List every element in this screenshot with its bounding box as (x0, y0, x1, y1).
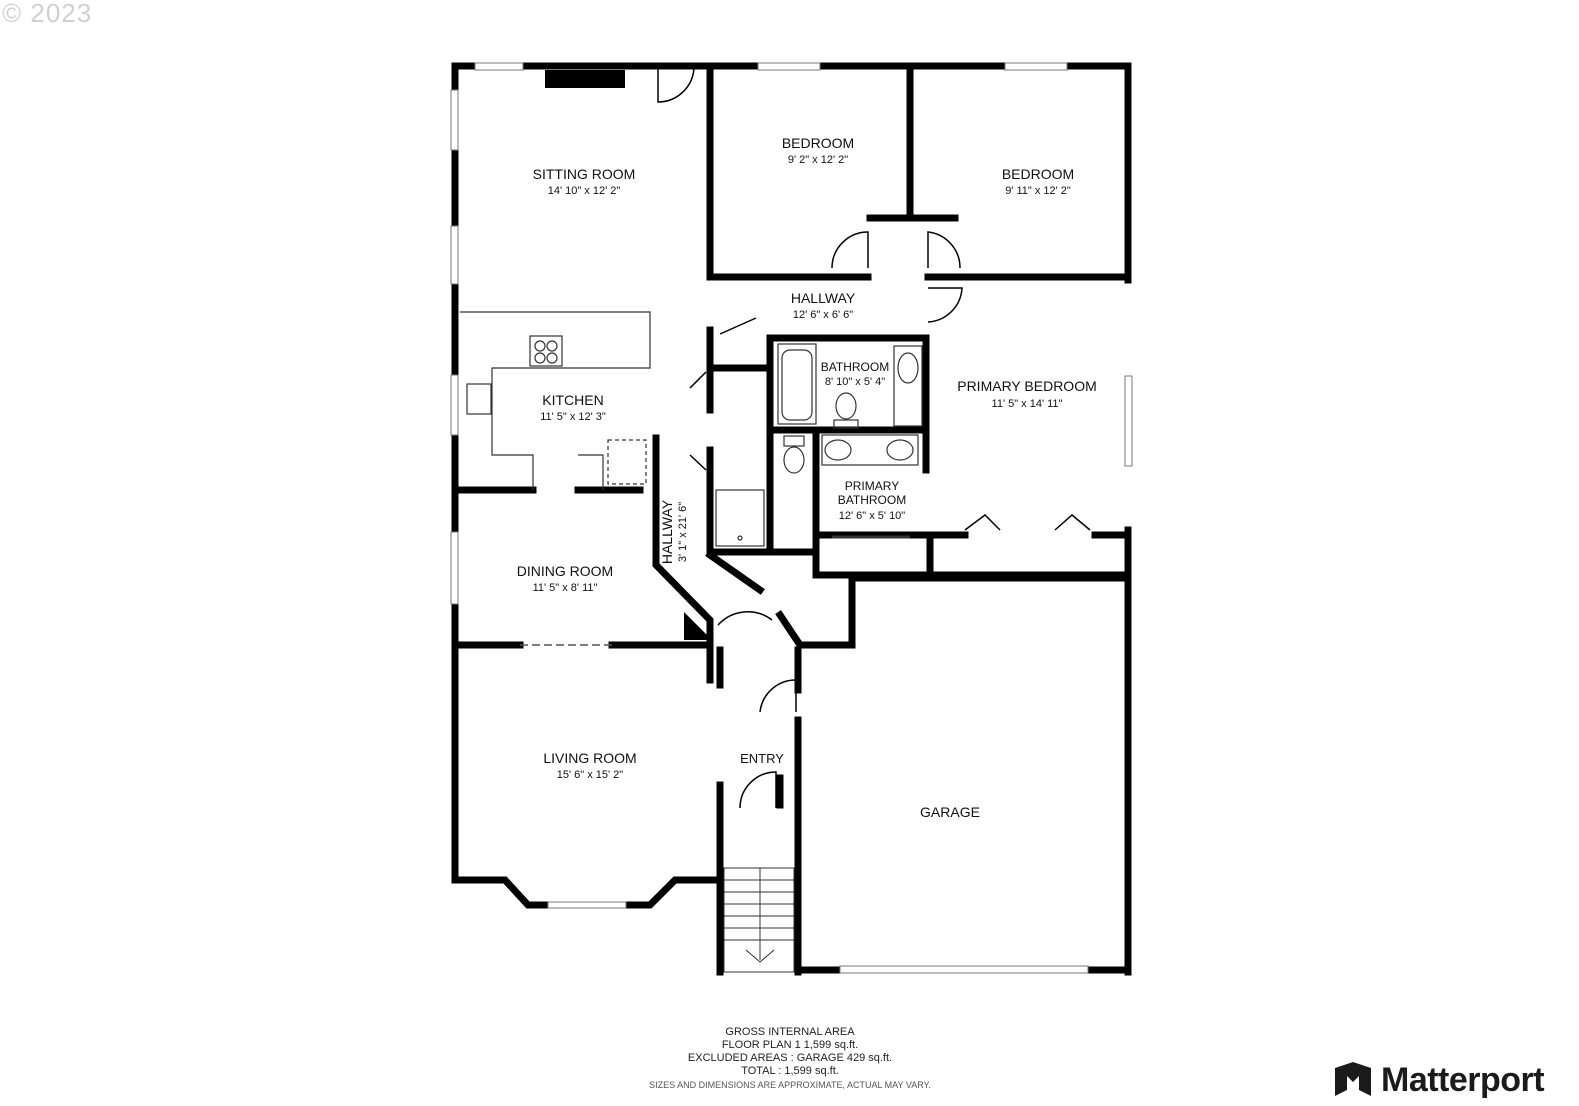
door-swings (657, 65, 1091, 809)
room-name-primary-bathroom-1: PRIMARY (845, 479, 899, 493)
area-summary-title: GROSS INTERNAL AREA (725, 1026, 855, 1038)
area-excluded: EXCLUDED AREAS : GARAGE 429 sq.ft. (687, 1052, 893, 1064)
area-floor-plan: FLOOR PLAN 1 1,599 sq.ft. (721, 1039, 859, 1051)
stairs (723, 867, 795, 973)
area-total: TOTAL : 1,599 sq.ft. (741, 1065, 839, 1077)
room-name-hallway-vertical: HALLWAY (659, 499, 675, 564)
area-summary: GROSS INTERNAL AREA FLOOR PLAN 1 1,599 s… (560, 1026, 1020, 1092)
room-name-sitting-room: SITTING ROOM (533, 166, 636, 182)
room-dims-primary-bedroom: 11' 5" x 14' 11" (992, 398, 1063, 410)
room-name-primary-bathroom-2: BATHROOM (838, 493, 906, 507)
brand-logo: Matterport (1333, 1058, 1545, 1102)
room-dims-living-room: 15' 6" x 15' 2" (557, 769, 624, 781)
room-name-dining-room: DINING ROOM (517, 563, 613, 579)
windows (450, 62, 1133, 974)
room-dims-primary-bathroom: 12' 6" x 5' 10" (839, 510, 906, 522)
room-name-entry: ENTRY (740, 751, 784, 766)
brand-name: Matterport (1381, 1060, 1545, 1099)
room-dims-hallway-vertical: 3' 1" x 21' 6" (677, 502, 689, 562)
room-dims-bathroom: 8' 10" x 5' 4" (825, 376, 885, 388)
kitchen-counters (460, 311, 651, 490)
room-dims-kitchen: 11' 5" x 12' 3" (540, 411, 606, 423)
room-name-bedroom-1: BEDROOM (782, 135, 854, 151)
room-name-primary-bedroom: PRIMARY BEDROOM (957, 378, 1097, 394)
bath-fixtures (715, 343, 923, 547)
room-name-hallway-top: HALLWAY (791, 290, 856, 306)
room-dims-sitting-room: 14' 10" x 12' 2" (548, 185, 621, 197)
room-dims-bedroom-2: 9' 11" x 12' 2" (1005, 185, 1071, 197)
wall-wedge (684, 612, 712, 640)
room-name-bedroom-2: BEDROOM (1002, 166, 1074, 182)
room-name-bathroom: BATHROOM (821, 360, 889, 374)
room-name-living-room: LIVING ROOM (543, 750, 636, 766)
room-name-kitchen: KITCHEN (542, 392, 603, 408)
matterport-logo-icon (1335, 1062, 1371, 1096)
room-name-garage: GARAGE (920, 804, 980, 820)
room-dims-bedroom-1: 9' 2" x 12' 2" (788, 154, 848, 166)
walls (451, 62, 1132, 976)
area-disclaimer: SIZES AND DIMENSIONS ARE APPROXIMATE, AC… (649, 1080, 931, 1090)
copyright-watermark: © 2023 (2, 0, 93, 28)
room-dims-dining-room: 11' 5" x 8' 11" (533, 582, 598, 594)
fireplace (545, 70, 625, 88)
room-dims-hallway-top: 12' 6" x 6' 6" (793, 309, 853, 321)
